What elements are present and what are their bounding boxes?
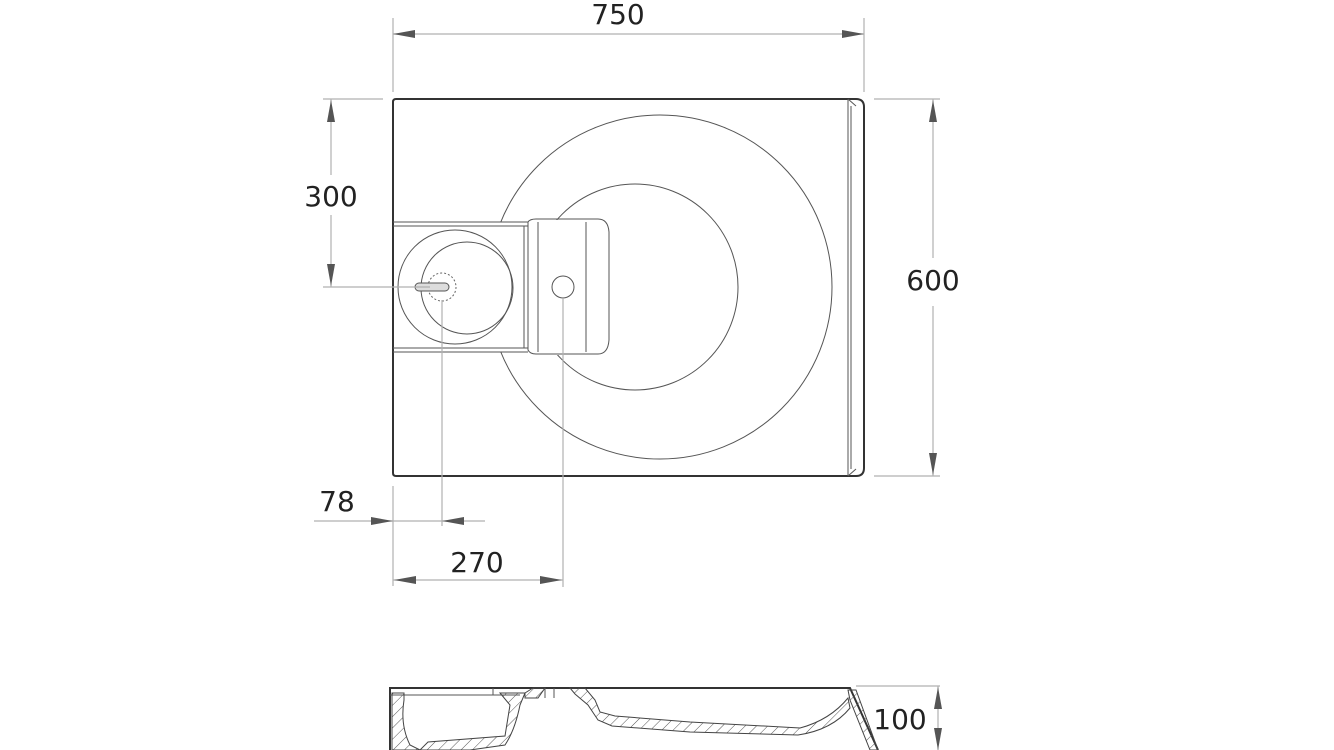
dimension-depth: 600 [874,98,960,477]
tap-offset-left-label: 270 [450,546,503,579]
height-label: 100 [873,703,926,736]
tap-offset-top-label: 300 [304,180,357,213]
dimension-width: 750 [392,0,865,92]
width-label: 750 [591,0,644,31]
section-view [389,687,879,750]
dimension-height: 100 [856,685,942,750]
dimension-drain-offset: 78 [314,300,485,586]
dimension-tap-offset-top: 300 [304,98,430,288]
top-view [392,98,865,477]
depth-label: 600 [906,264,959,297]
dimension-tap-offset-left: 270 [393,298,564,587]
drain-offset-label: 78 [319,485,355,518]
